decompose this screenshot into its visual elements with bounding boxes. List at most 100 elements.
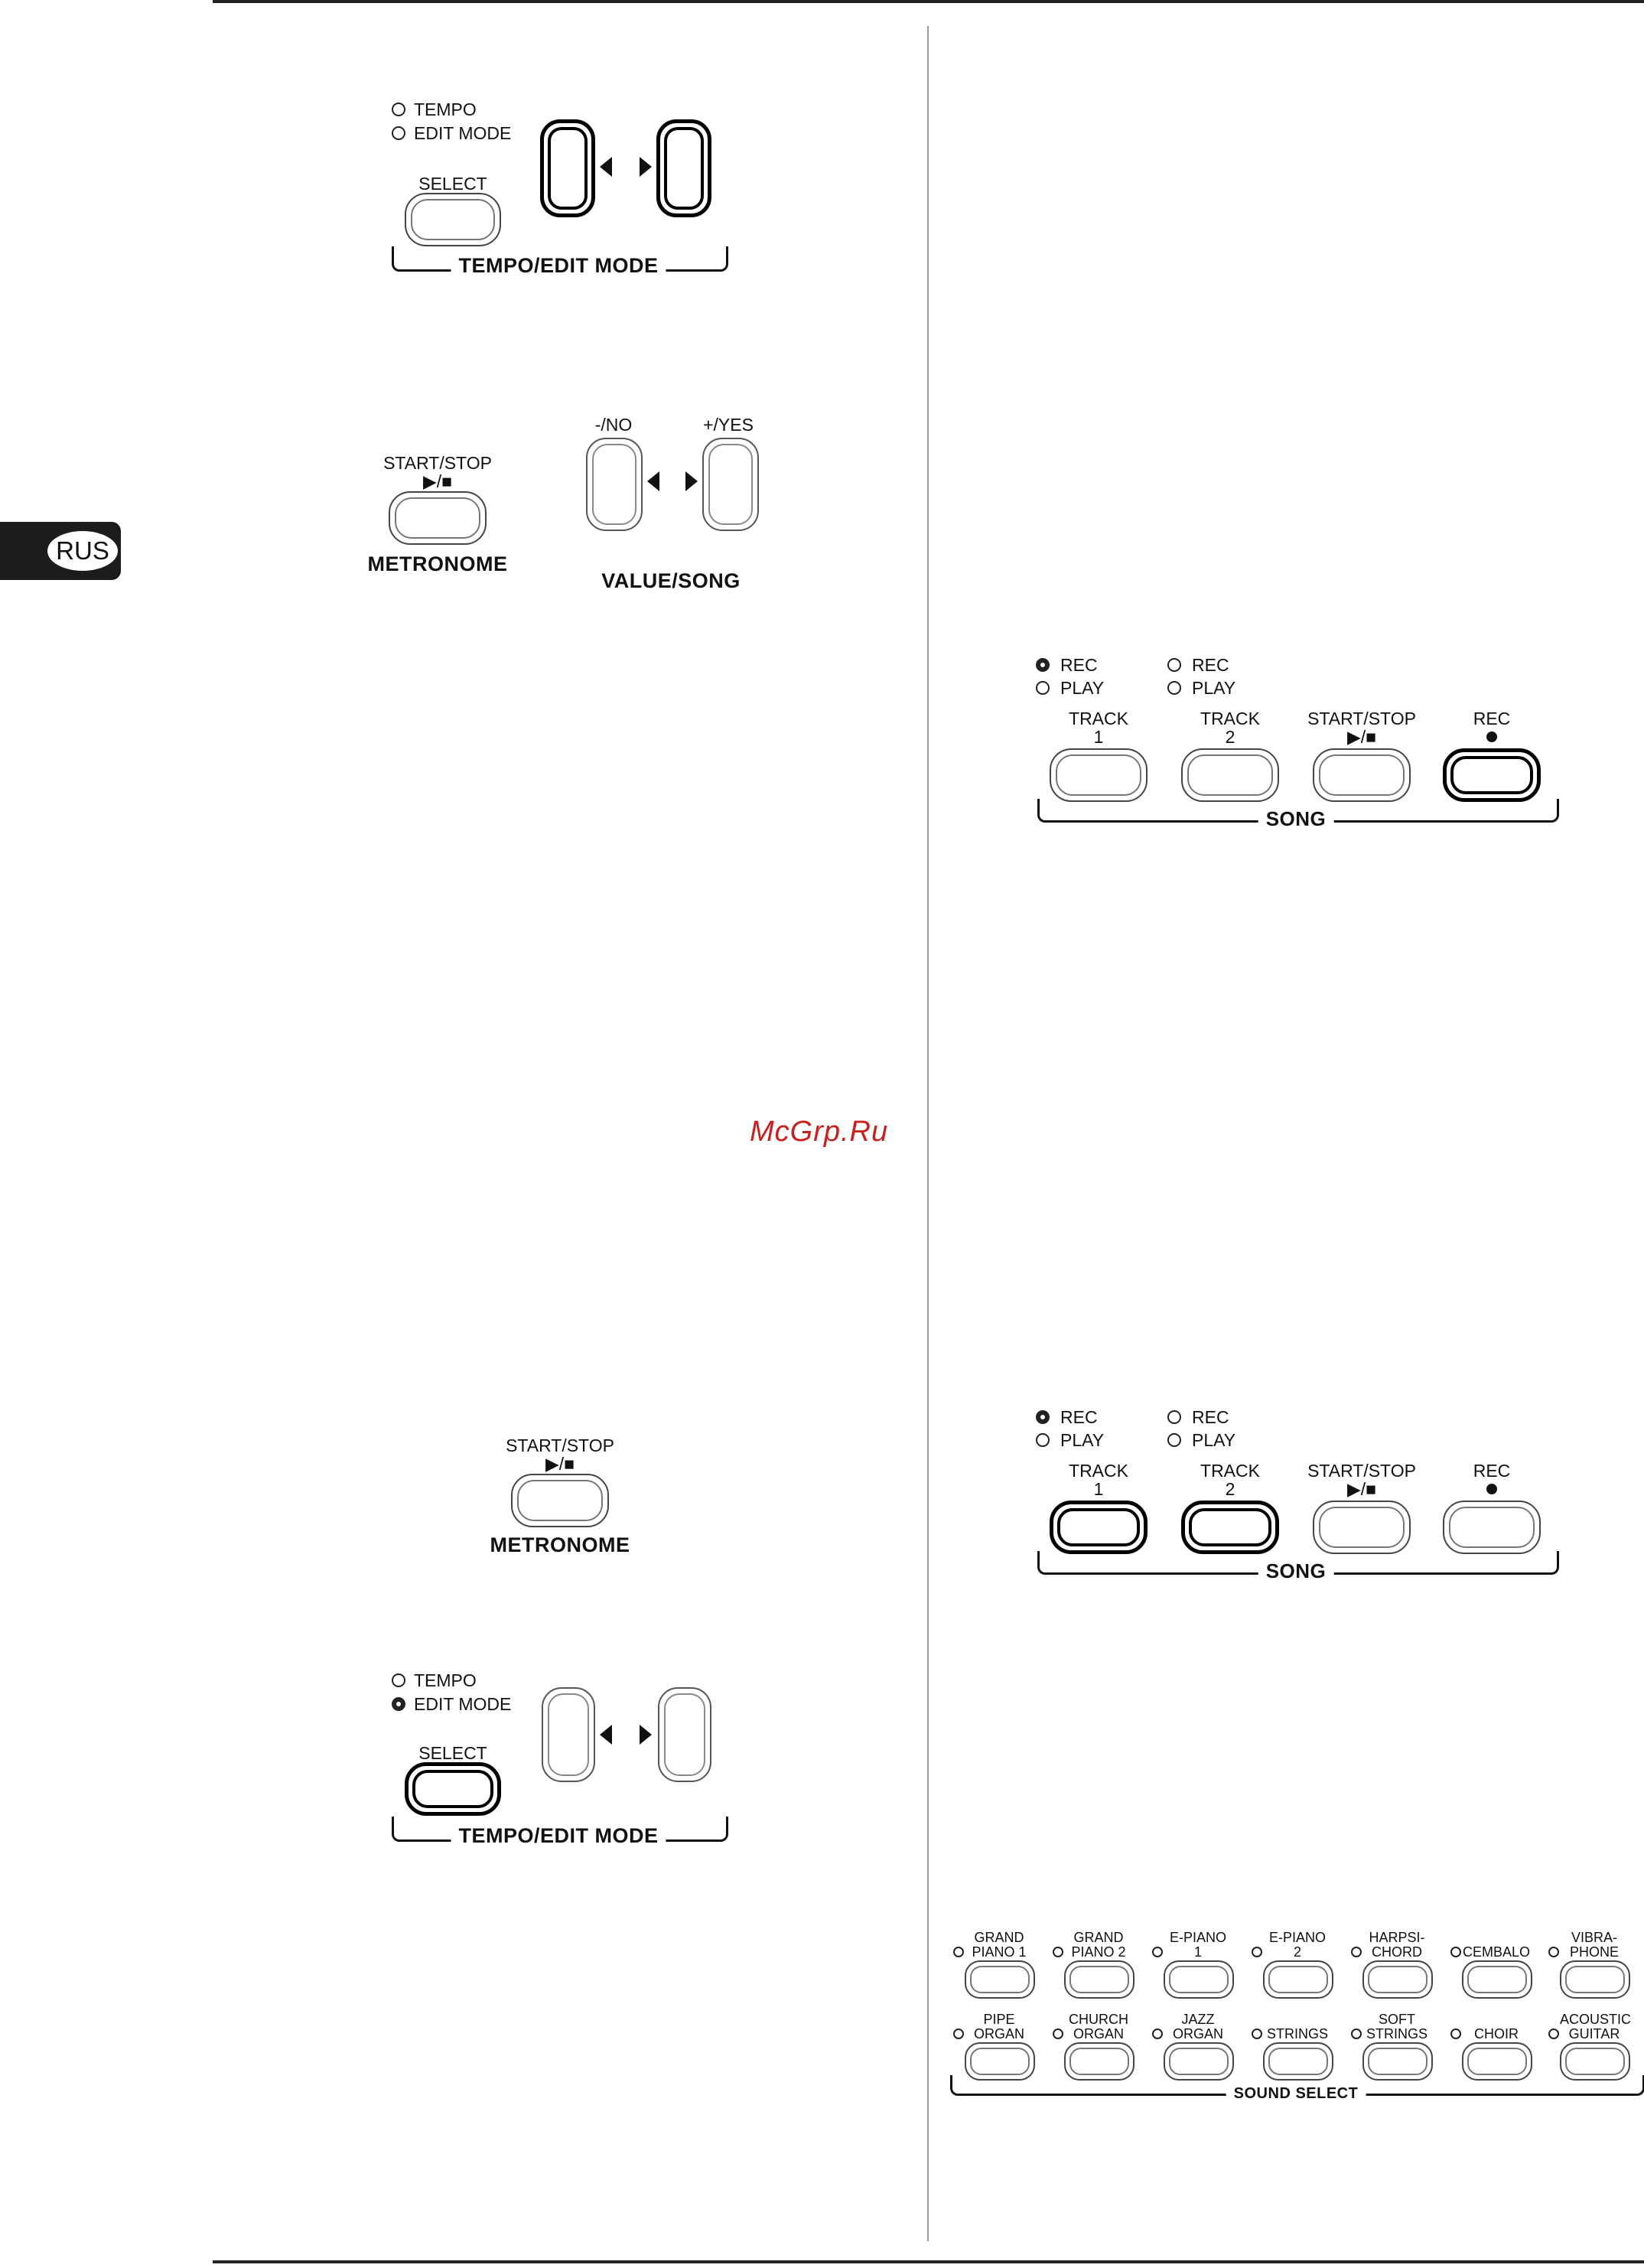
sound-led (1351, 1947, 1362, 1957)
sound-button-pipe-organ[interactable] (965, 2042, 1035, 2081)
column-divider (927, 26, 929, 2241)
edit-mode-led (392, 1697, 405, 1711)
play-stop-icon: ▶/■ (423, 471, 452, 491)
sound-led (1053, 2028, 1063, 2039)
sound-led (1252, 1947, 1262, 1957)
track2-number: 2 (1225, 727, 1235, 747)
sound-button-soft-strings[interactable] (1362, 2042, 1433, 2081)
tempo-increase-button[interactable] (658, 1687, 711, 1782)
sound-label-line2: STRINGS (1366, 2026, 1428, 2042)
select-label: SELECT (418, 174, 487, 194)
track1-button[interactable] (1050, 1501, 1148, 1554)
track1-number: 1 (1093, 1479, 1104, 1499)
sound-label-line2: CHORD (1372, 1944, 1422, 1960)
track1-rec-led (1036, 658, 1050, 672)
track1-rec-led-label: REC (1060, 1407, 1098, 1427)
minus-no-label: -/NO (594, 415, 633, 435)
sound-label-line2: ORGAN (1073, 2026, 1124, 2042)
tempo-led-label: TEMPO (414, 1670, 477, 1690)
start-stop-label: START/STOP (383, 453, 492, 473)
right-arrow-icon (685, 471, 698, 491)
rec-label: REC (1473, 1461, 1511, 1481)
sound-label-line2: PIANO 2 (1071, 1944, 1126, 1960)
track2-button[interactable] (1181, 1501, 1279, 1554)
sound-button-harpsichord[interactable] (1362, 1960, 1433, 1999)
play-stop-icon: ▶/■ (1347, 727, 1376, 747)
sound-label-line2: 1 (1193, 1944, 1202, 1960)
play-stop-icon: ▶/■ (1347, 1479, 1376, 1499)
select-label: SELECT (418, 1743, 487, 1763)
sound-label-line2: GUITAR (1568, 2026, 1620, 2042)
song-rec-button[interactable] (1443, 1501, 1541, 1554)
track1-rec-led (1036, 1410, 1050, 1424)
sound-button-grand-piano-1[interactable] (965, 1960, 1035, 1999)
sound-label-line1: CHURCH (1069, 2012, 1128, 2027)
sound-led (953, 1947, 964, 1957)
track1-play-led (1036, 681, 1050, 695)
tempo-led (392, 1673, 405, 1687)
song-start-stop-button[interactable] (1313, 748, 1411, 802)
sound-label-line2: ORGAN (1172, 2026, 1223, 2042)
sound-button-acoustic-guitar[interactable] (1560, 2042, 1630, 2081)
sound-button-e-piano-1[interactable] (1164, 1960, 1234, 1999)
top-rule (213, 0, 1644, 3)
sound-led (1450, 1947, 1461, 1957)
song-start-stop-button[interactable] (1313, 1501, 1411, 1554)
value-song-label: VALUE/SONG (601, 569, 741, 592)
sound-label-line2: PIANO 1 (972, 1944, 1027, 1960)
right-arrow-icon (640, 1725, 652, 1745)
sound-led (1152, 1947, 1163, 1957)
song-group-label: SONG (1258, 1559, 1334, 1583)
left-arrow-icon (600, 157, 612, 177)
sound-button-grand-piano-2[interactable] (1064, 1960, 1135, 1999)
sound-button-cembalo[interactable] (1462, 1960, 1532, 1999)
sound-button-strings[interactable] (1263, 2042, 1333, 2081)
sound-button-choir[interactable] (1462, 2042, 1532, 2081)
tempo-decrease-button[interactable] (542, 1687, 595, 1782)
track1-play-led-label: PLAY (1060, 678, 1105, 698)
edit-mode-led-label: EDIT MODE (414, 123, 512, 143)
tempo-led (392, 103, 405, 116)
sound-button-church-organ[interactable] (1064, 2042, 1135, 2081)
track2-label: TRACK (1200, 1461, 1260, 1481)
select-button[interactable] (405, 1762, 501, 1816)
song-rec-button[interactable] (1443, 748, 1541, 802)
group-label: TEMPO/EDIT MODE (451, 1824, 666, 1848)
track2-rec-led-label: REC (1192, 1407, 1229, 1427)
track2-play-led (1167, 681, 1181, 695)
sound-label-line1: ACOUSTIC (1560, 2012, 1632, 2027)
metronome-start-stop-button[interactable] (511, 1474, 609, 1527)
sound-led (953, 2028, 964, 2039)
sound-label-line2: 2 (1293, 1944, 1301, 1960)
sound-led (1053, 1947, 1063, 1957)
track1-label: TRACK (1069, 1461, 1128, 1481)
tempo-increase-button[interactable] (656, 119, 711, 217)
sound-button-jazz-organ[interactable] (1164, 2042, 1234, 2081)
right-arrow-icon (640, 157, 652, 177)
tempo-led-label: TEMPO (414, 99, 477, 119)
sound-button-e-piano-2[interactable] (1263, 1960, 1333, 1999)
start-stop-label: START/STOP (1307, 1461, 1416, 1481)
rec-dot-icon (1486, 1484, 1497, 1494)
sound-label-line1: E-PIANO (1268, 1930, 1326, 1945)
track1-play-led-label: PLAY (1060, 1430, 1105, 1450)
track2-label: TRACK (1200, 709, 1260, 728)
value-decrease-button[interactable] (586, 438, 643, 531)
sound-led (1548, 2028, 1559, 2039)
start-stop-label: START/STOP (1307, 709, 1416, 728)
sound-label-line2: ORGAN (973, 2026, 1024, 2042)
edit-mode-led-label: EDIT MODE (414, 1694, 512, 1714)
metronome-label: METRONOME (367, 552, 508, 575)
track2-button[interactable] (1181, 748, 1279, 802)
track1-button[interactable] (1050, 748, 1148, 802)
song-group-label: SONG (1258, 807, 1334, 831)
metronome-start-stop-button[interactable] (389, 491, 487, 545)
value-increase-button[interactable] (702, 438, 759, 531)
sound-label-line1: VIBRA- (1571, 1930, 1617, 1945)
select-button[interactable] (405, 193, 501, 246)
sound-label-line1: JAZZ (1181, 2012, 1215, 2027)
sound-led (1450, 2028, 1461, 2039)
sound-label-line2: CHOIR (1474, 2026, 1519, 2042)
sound-button-vibraphone[interactable] (1560, 1960, 1630, 1999)
tempo-decrease-button[interactable] (540, 119, 595, 217)
